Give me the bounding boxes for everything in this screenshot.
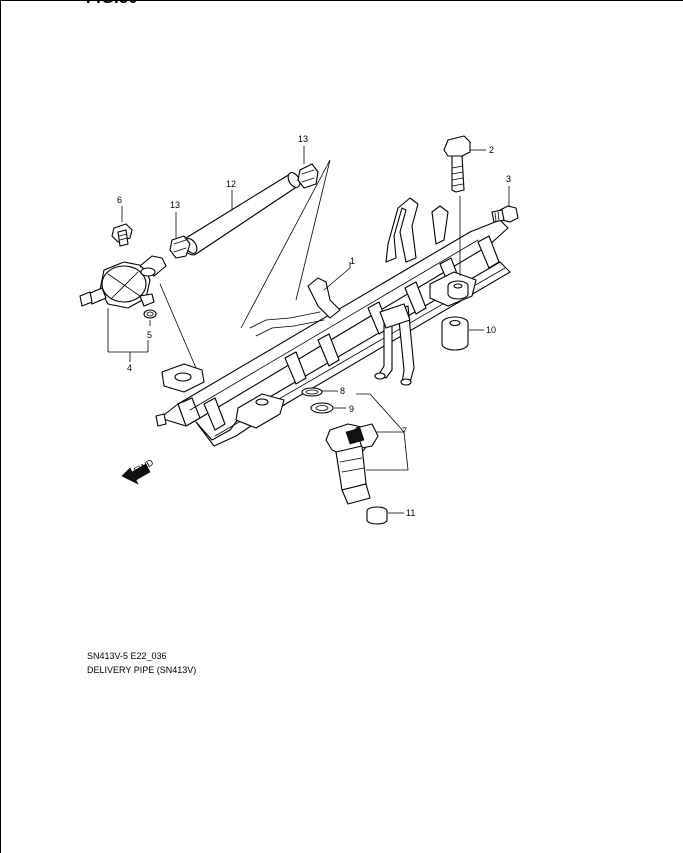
callout-5-label: 5 — [147, 330, 152, 340]
screw — [111, 223, 133, 247]
insulator — [441, 316, 469, 351]
callout-5: 5 — [147, 320, 152, 340]
hose-clip-upper — [297, 163, 319, 189]
callout-9-label: 9 — [349, 404, 354, 414]
callout-3: 3 — [506, 174, 511, 206]
callout-6-label: 6 — [117, 195, 122, 205]
o-ring-regulator — [143, 309, 157, 319]
injector-o-ring — [301, 387, 323, 397]
callout-2-label: 2 — [489, 145, 494, 155]
bolt — [443, 135, 471, 193]
callout-8: 8 — [322, 386, 345, 396]
figure-name: DELIVERY PIPE (SN413V) — [87, 665, 197, 675]
callout-2: 2 — [459, 145, 494, 276]
callout-1: 1 — [323, 256, 355, 291]
regulator-flange — [161, 363, 205, 393]
callout-12: 12 — [226, 179, 236, 210]
bolt-small — [491, 205, 519, 223]
fuel-injector — [325, 423, 379, 505]
callout-13-left: 13 — [170, 200, 180, 238]
callout-3-label: 3 — [506, 174, 511, 184]
callout-13-top-label: 13 — [298, 134, 308, 144]
callout-1-label: 1 — [350, 256, 355, 266]
pointer-lines — [159, 159, 331, 369]
figure-caption: SN413V-5 E22_036 DELIVERY PIPE (SN413V) — [87, 649, 196, 677]
vacuum-hose — [182, 172, 301, 256]
callout-7: 7 — [356, 393, 409, 471]
page-border-top — [0, 0, 683, 1]
page-border-left — [0, 0, 1, 853]
figure-code: SN413V-5 E22_036 — [87, 651, 167, 661]
callout-10-label: 10 — [486, 325, 496, 335]
callout-8-label: 8 — [340, 386, 345, 396]
callout-11: 11 — [388, 508, 415, 518]
front-direction-icon: FWD — [121, 457, 155, 485]
callout-9: 9 — [334, 404, 354, 414]
injector-cushion — [366, 506, 388, 525]
callout-12-label: 12 — [226, 179, 236, 189]
figure-title: FIG.30 — [86, 0, 138, 8]
callout-4: 4 — [107, 308, 149, 373]
callout-7-label: 7 — [402, 426, 407, 436]
callout-4-label: 4 — [127, 363, 132, 373]
callout-10: 10 — [469, 325, 496, 335]
callout-13-top: 13 — [298, 134, 308, 164]
callout-11-label: 11 — [406, 508, 415, 518]
callout-6: 6 — [117, 195, 123, 222]
injector-grommet — [310, 402, 334, 414]
hose-clip — [169, 235, 191, 259]
fuel-pressure-regulator — [79, 255, 167, 309]
callout-13-left-label: 13 — [170, 200, 180, 210]
washer — [447, 280, 469, 300]
